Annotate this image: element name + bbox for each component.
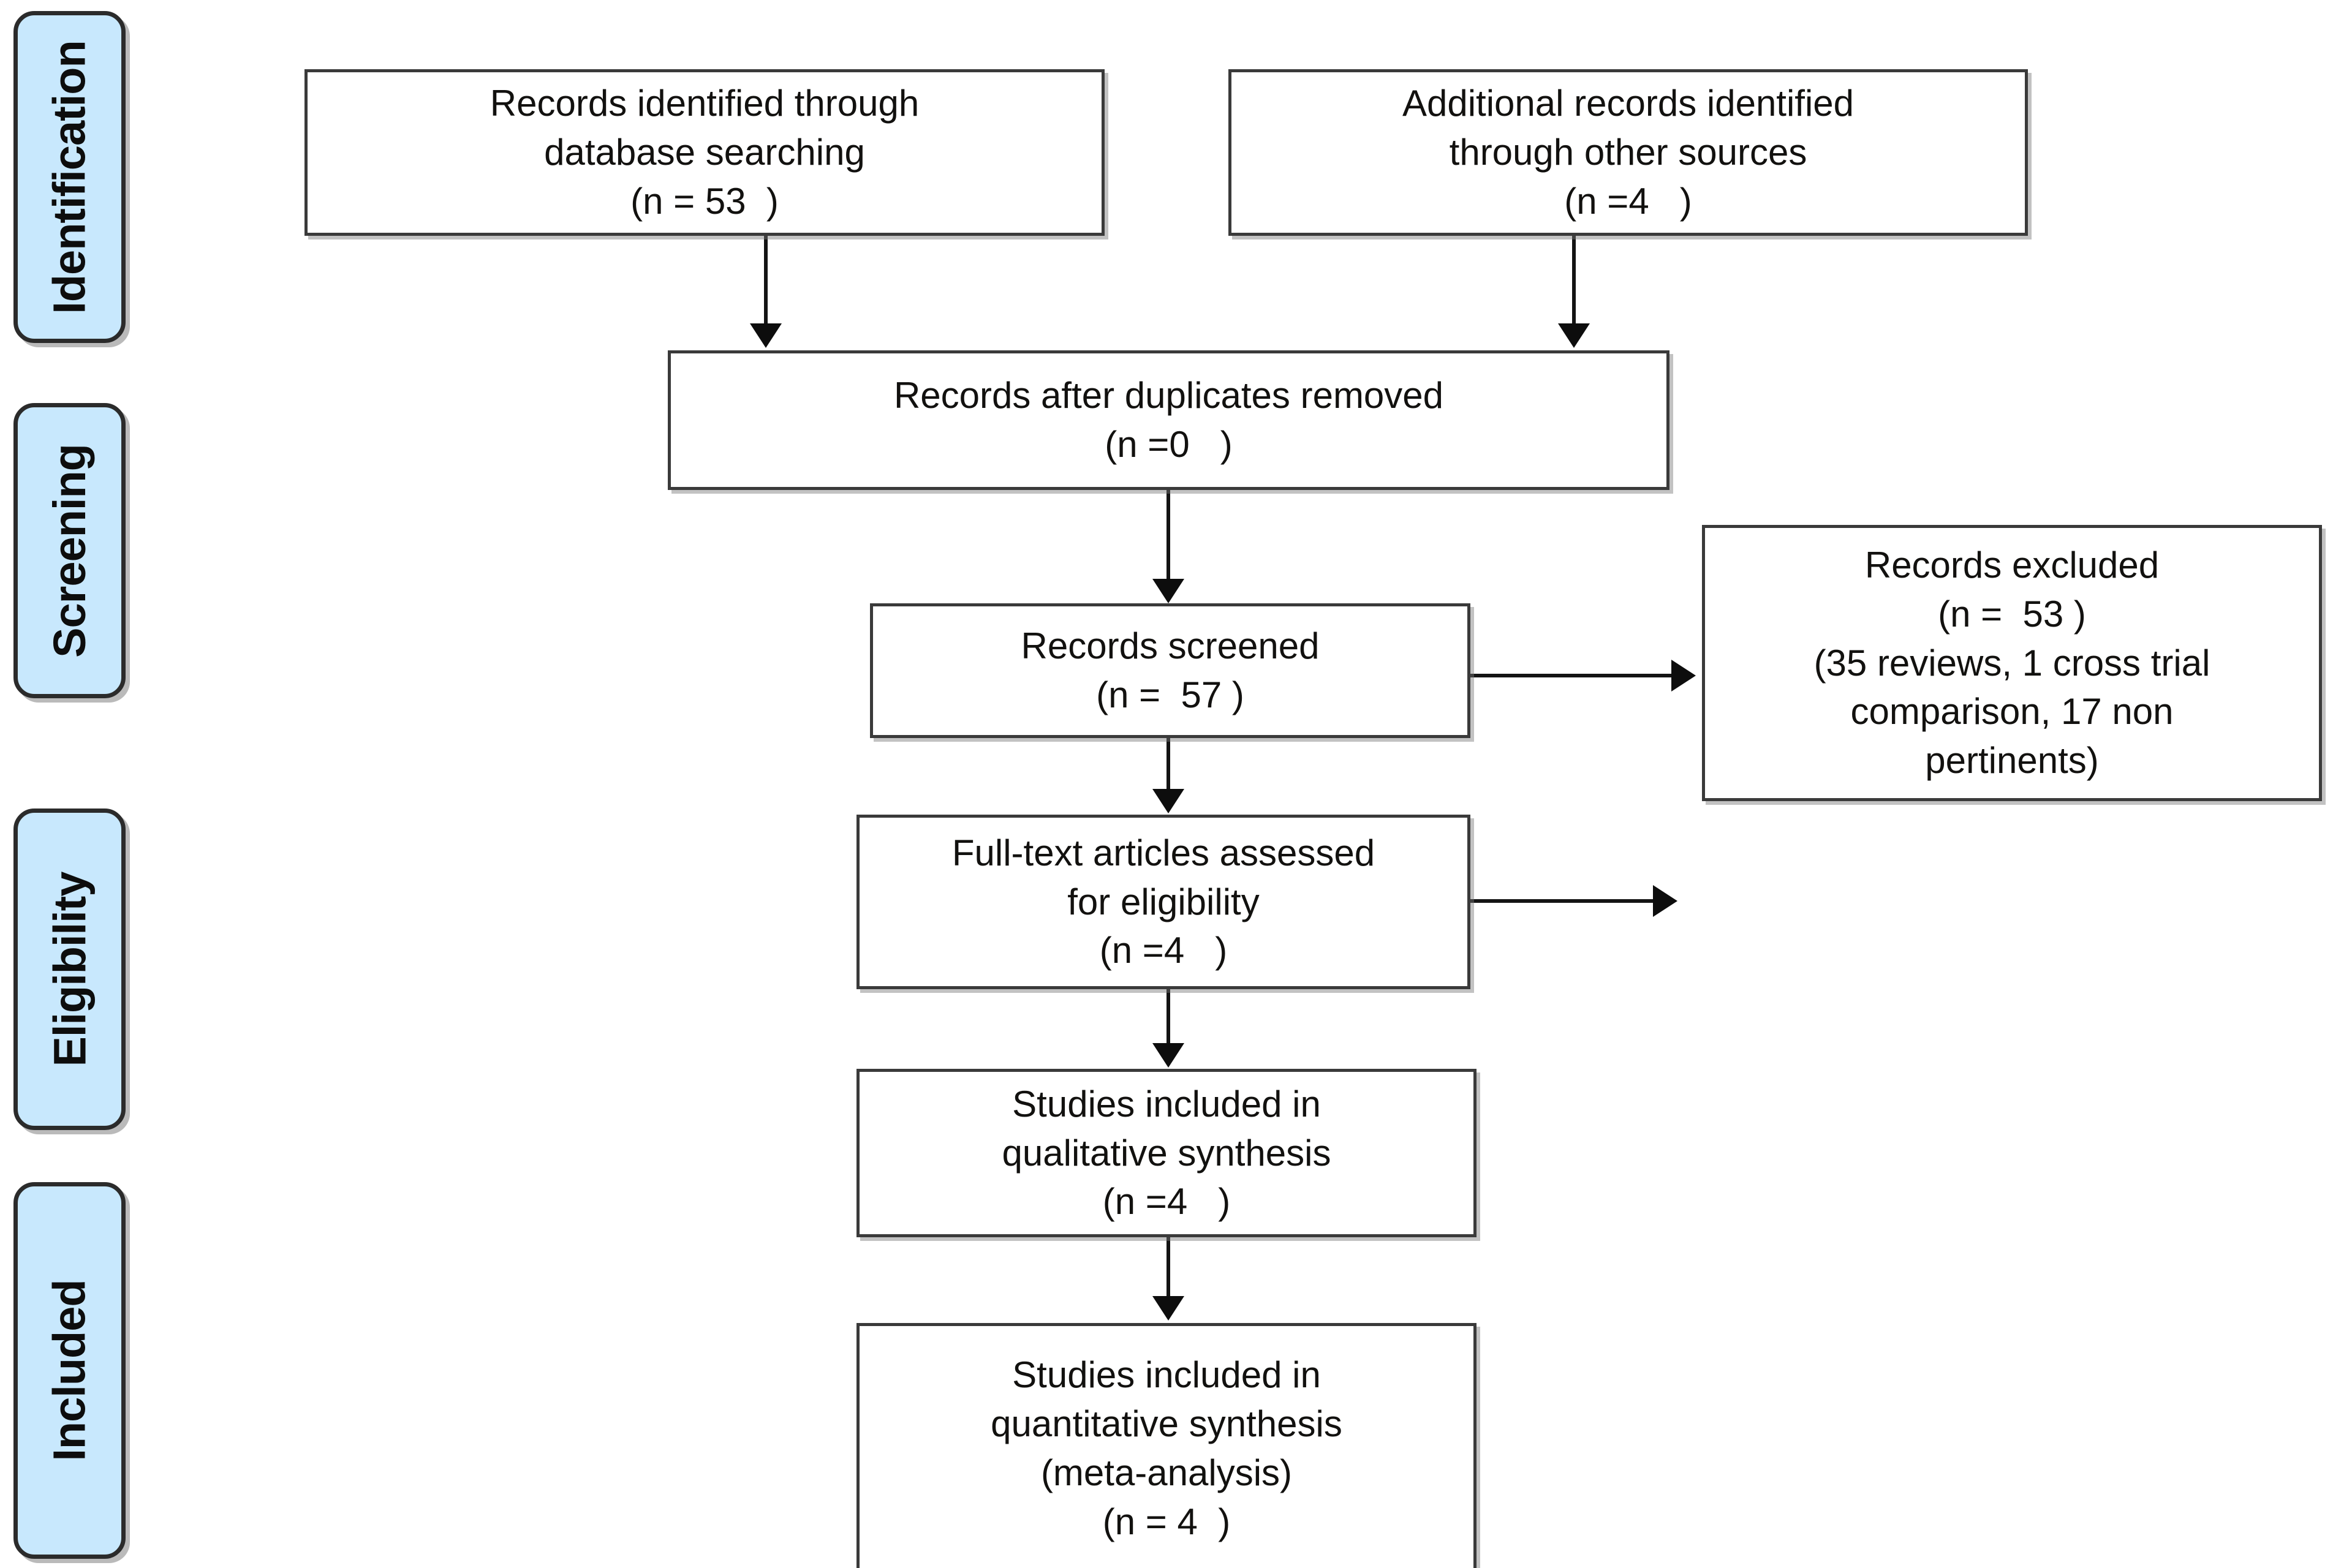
arrowhead-fulltext-right (1653, 885, 1677, 917)
box-line: (35 reviews, 1 cross trial (1813, 642, 2210, 684)
box-records-screened: Records screened (n = 57 ) (870, 603, 1470, 738)
connector-additional-to-duplicates (1572, 236, 1576, 325)
arrowhead-additional-to-duplicates (1558, 323, 1590, 348)
stage-pill-screening: Screening (13, 403, 126, 698)
box-line: (meta-analysis) (1040, 1452, 1293, 1493)
box-line: Additional records identified (1402, 83, 1855, 124)
stage-label-identification: Identification (44, 40, 96, 314)
box-quantitative-synthesis: Studies included in quantitative synthes… (856, 1323, 1477, 1568)
box-line: Records identified through (490, 83, 920, 124)
box-records-identified: Records identified through database sear… (304, 69, 1105, 236)
box-qualitative-synthesis: Studies included in qualitative synthesi… (856, 1069, 1477, 1237)
arrowhead-duplicates-to-screened (1152, 579, 1184, 603)
box-line: pertinents) (1925, 740, 2099, 782)
box-line: (n = 57 ) (1096, 674, 1244, 715)
connector-screened-to-excluded (1470, 674, 1673, 677)
box-line: (n =4 ) (1102, 1181, 1231, 1223)
box-line: Records after duplicates removed (893, 375, 1444, 417)
box-line: (n =4 ) (1564, 180, 1692, 222)
box-line: qualitative synthesis (1002, 1132, 1331, 1174)
arrowhead-fulltext-to-qualitative (1152, 1043, 1184, 1068)
arrowhead-identified-to-duplicates (750, 323, 782, 348)
connector-qualitative-to-quantitative (1166, 1237, 1170, 1297)
box-line: (n = 4 ) (1102, 1501, 1231, 1542)
stage-pill-identification: Identification (13, 11, 126, 343)
box-duplicates-removed: Records after duplicates removed (n =0 ) (668, 350, 1669, 490)
box-line: Records screened (1021, 625, 1320, 667)
box-line: (n =4 ) (1099, 930, 1228, 971)
box-line: for eligibility (1067, 881, 1260, 922)
box-line: Records excluded (1864, 545, 2160, 586)
box-line: Studies included in (1012, 1354, 1321, 1396)
box-line: Studies included in (1012, 1083, 1321, 1125)
box-line: comparison, 17 non (1850, 691, 2174, 733)
stage-pill-included: Included (13, 1182, 126, 1559)
box-full-text-assessed: Full-text articles assessed for eligibil… (856, 815, 1470, 989)
box-line: database searching (544, 132, 865, 173)
stage-label-included: Included (44, 1280, 95, 1461)
box-line: Full-text articles assessed (951, 832, 1375, 873)
connector-fulltext-right (1470, 899, 1654, 903)
box-line: quantitative synthesis (991, 1403, 1342, 1445)
stage-label-screening: Screening (44, 443, 96, 658)
box-additional-records: Additional records identified through ot… (1228, 69, 2028, 236)
arrowhead-qualitative-to-quantitative (1152, 1296, 1184, 1321)
box-line: (n = 53 ) (630, 180, 779, 222)
box-records-excluded: Records excluded (n = 53 ) (35 reviews, … (1702, 525, 2322, 801)
box-line: (n = 53 ) (1938, 593, 2086, 635)
stage-label-eligibility: Eligibility (44, 872, 96, 1067)
connector-screened-to-fulltext (1166, 738, 1170, 790)
arrowhead-screened-to-excluded (1671, 660, 1696, 692)
box-line: (n =0 ) (1105, 424, 1233, 465)
connector-identified-to-duplicates (764, 236, 768, 325)
stage-pill-eligibility: Eligibility (13, 809, 126, 1130)
connector-duplicates-to-screened (1166, 490, 1170, 581)
box-line: through other sources (1449, 132, 1807, 173)
arrowhead-screened-to-fulltext (1152, 789, 1184, 813)
connector-fulltext-to-qualitative (1166, 989, 1170, 1044)
